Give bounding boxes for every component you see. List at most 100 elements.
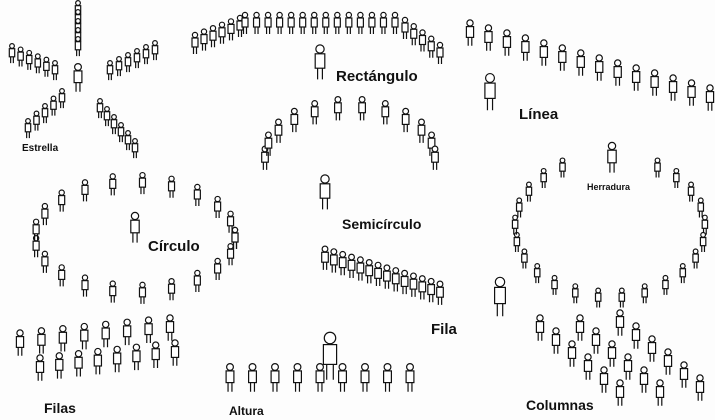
circulo-figure <box>32 218 40 241</box>
fila-figure <box>418 275 427 300</box>
fila-figure <box>338 250 347 276</box>
filas-figure <box>37 327 46 354</box>
linea-figure <box>613 59 622 86</box>
altura-figure <box>270 363 280 392</box>
fila-figure <box>329 248 338 273</box>
rectangulo-figure <box>418 29 427 52</box>
filas-figure <box>170 339 180 366</box>
linea-leader <box>484 72 496 111</box>
herradura-figure <box>571 283 579 304</box>
rectangulo-figure <box>401 16 409 39</box>
linea-figure <box>668 74 678 101</box>
herradura-guide <box>494 276 507 317</box>
estrella-figure <box>24 118 32 139</box>
circulo-figure <box>226 243 235 266</box>
columnas-figure <box>615 309 625 336</box>
linea-figure <box>484 24 493 51</box>
filas-figure <box>74 349 83 377</box>
circulo-figure <box>41 250 49 273</box>
columnas-figure <box>663 348 673 375</box>
herradura-figure <box>701 214 709 235</box>
filas-figure <box>165 314 175 341</box>
semicirculo-leader <box>319 174 331 210</box>
semicirculo-figure <box>310 100 319 125</box>
label-linea: Línea <box>519 106 559 123</box>
estrella-figure <box>103 106 111 127</box>
estrella-figure <box>124 52 132 73</box>
filas-figure <box>35 354 45 381</box>
estrella-figure <box>106 60 114 81</box>
altura-figure <box>248 363 258 392</box>
filas-figure <box>58 324 68 352</box>
circulo-figure <box>138 281 147 304</box>
linea-figure <box>465 19 475 46</box>
linea-figure <box>502 29 512 56</box>
herradura-figure <box>525 181 533 202</box>
rectangulo-figure <box>200 28 208 51</box>
semicirculo-figure <box>417 118 426 143</box>
circulo-figure <box>193 269 201 293</box>
herradura-figure <box>618 287 626 308</box>
fila-figure <box>347 253 356 278</box>
circulo-figure <box>231 226 239 249</box>
columnas-figure <box>647 335 657 362</box>
filas-figure <box>112 345 122 373</box>
herradura-figure <box>697 197 705 218</box>
rectangulo-figure <box>218 21 226 44</box>
filas-figure <box>151 341 160 368</box>
filas-figure <box>122 318 132 346</box>
circulo-figure <box>41 202 49 226</box>
rectangulo-figure <box>322 11 330 34</box>
semicirculo-figure <box>264 131 273 156</box>
filas-figure <box>80 322 89 350</box>
linea-figure <box>576 49 585 76</box>
columnas-figure <box>679 361 689 388</box>
semicirculo-figure <box>381 100 390 125</box>
fila-figure <box>427 277 436 303</box>
label-estrella: Estrella <box>22 143 59 154</box>
rectangulo-figure <box>345 11 353 34</box>
estrella-figure <box>58 88 66 109</box>
filas-figure <box>132 343 141 371</box>
label-rectangulo: Rectángulo <box>336 68 418 85</box>
columnas-figure <box>655 379 665 406</box>
semicirculo-figure <box>290 107 299 133</box>
herradura-figure <box>687 181 695 202</box>
filas-figure <box>93 347 103 375</box>
herradura-leader <box>607 141 617 173</box>
altura-figure <box>338 363 348 392</box>
rectangulo-figure <box>287 11 295 34</box>
estrella-figure <box>8 43 16 64</box>
fila-figure <box>391 267 400 292</box>
rectangulo-figure <box>436 41 444 64</box>
estrella-figure <box>131 138 139 159</box>
columnas-figure <box>599 366 609 393</box>
herradura-figure <box>673 167 680 188</box>
circulo-figure <box>58 264 66 287</box>
columnas-figure <box>639 366 649 393</box>
altura-figure <box>383 363 393 392</box>
columnas-figure <box>567 340 577 367</box>
filas-figure <box>101 320 110 348</box>
circulo-leader <box>130 211 140 243</box>
herradura-figure <box>533 263 541 284</box>
filas-figure <box>15 329 25 356</box>
fila-figure <box>365 259 374 284</box>
semicirculo-figure <box>431 145 439 170</box>
rectangulo-figure <box>379 11 388 34</box>
linea-figure <box>705 84 715 111</box>
linea-figure <box>687 79 696 106</box>
fila-figure <box>409 272 418 297</box>
columnas-figure <box>583 353 593 380</box>
linea-figure <box>539 39 549 66</box>
linea-figure <box>650 69 659 96</box>
altura-leader <box>322 331 338 380</box>
semicirculo-figure <box>274 118 283 143</box>
estrella-figure <box>41 103 49 124</box>
columnas-figure <box>695 374 705 401</box>
altura-figure <box>315 363 325 392</box>
rectangulo-figure <box>427 35 435 58</box>
rectangulo-figure <box>410 23 418 46</box>
circulo-figure <box>214 195 222 219</box>
rectangulo-figure <box>264 11 272 34</box>
